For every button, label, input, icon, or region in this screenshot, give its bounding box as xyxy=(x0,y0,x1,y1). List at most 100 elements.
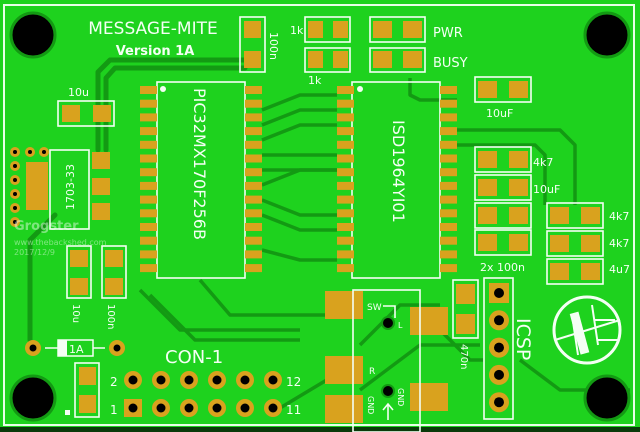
ic-pad xyxy=(245,223,262,231)
ic-pad xyxy=(337,264,354,273)
label-mcu: PIC32MX170F256B xyxy=(190,88,209,240)
watermark: Grogster www.thebackshed.com 2017/12/9 xyxy=(14,219,107,257)
capacitor-bottom-left xyxy=(65,362,100,418)
pin-hole xyxy=(128,403,138,413)
ic-pad xyxy=(440,140,457,149)
label-busy: BUSY xyxy=(433,56,468,71)
ic-pad xyxy=(440,209,457,218)
ic-pad xyxy=(245,195,262,204)
pin-hole xyxy=(494,369,504,380)
capacitor-100n-top: 100n xyxy=(239,16,280,73)
ic-pad xyxy=(245,86,262,94)
ic-pad xyxy=(140,264,157,273)
label-regulator: 1703-33 xyxy=(64,164,77,210)
ic-pad xyxy=(337,195,354,204)
ic-pad xyxy=(245,113,262,122)
ic-pad xyxy=(440,236,457,245)
label-gnd-a: GND xyxy=(396,388,405,406)
pin-hole xyxy=(13,192,17,196)
open-hardware-logo xyxy=(552,295,622,365)
label-pin-12: 12 xyxy=(286,375,301,389)
ic-pad xyxy=(440,86,457,94)
ic-pad xyxy=(140,209,157,218)
label-100n-top: 100n xyxy=(267,32,280,60)
ic-pad xyxy=(140,168,157,177)
pin-hole xyxy=(494,397,504,408)
ic-isd1964: ISD1964YI01 xyxy=(337,81,457,279)
pin-hole xyxy=(240,375,250,385)
pin-hole xyxy=(212,403,222,413)
label-10uf-top: 10uF xyxy=(486,107,513,120)
ic-pad xyxy=(140,154,157,163)
ic-pad xyxy=(440,113,457,122)
ic-pad xyxy=(337,223,354,231)
pin-hole xyxy=(494,288,504,298)
label-2x100n: 2x 100n xyxy=(480,261,525,274)
pin-hole xyxy=(13,150,17,154)
capacitor-100n-bottom: 100n xyxy=(101,245,127,329)
ic-pad xyxy=(337,209,354,218)
label-pwr: PWR xyxy=(433,26,463,41)
pin-hole xyxy=(42,150,46,154)
mounting-hole-top-right xyxy=(583,11,631,59)
capacitor-470n: 470n xyxy=(452,279,479,369)
pin-hole xyxy=(494,315,504,326)
pin-hole xyxy=(494,342,504,353)
pin-hole xyxy=(13,178,17,182)
ic-pad xyxy=(245,264,262,273)
ic-pad xyxy=(245,250,262,259)
ic-pad xyxy=(440,168,457,177)
ic-pad xyxy=(140,181,157,190)
label-10uf-mid: 10uF xyxy=(533,183,560,196)
ic-pad xyxy=(245,236,262,245)
pin-hole xyxy=(13,206,17,210)
ic-pad xyxy=(245,209,262,218)
ic-pad xyxy=(337,127,354,136)
ic-pad xyxy=(140,195,157,204)
label-pin-1: 1 xyxy=(110,403,118,417)
ic-pad xyxy=(337,236,354,245)
label-voice-chip: ISD1964YI01 xyxy=(389,120,408,223)
pin-hole xyxy=(156,375,166,385)
switch: SW L R GND GND xyxy=(325,289,448,432)
label-10u-left: 10u xyxy=(68,86,89,99)
ic-pad xyxy=(140,127,157,136)
pin-hole xyxy=(28,150,32,154)
label-1k-b: 1k xyxy=(308,74,322,87)
led-pwr: PWR xyxy=(369,16,463,43)
connector-con-1: CON-1 2 1 12 11 xyxy=(110,347,301,417)
label-sw-r: R xyxy=(369,367,375,377)
fuse-1a: 1A xyxy=(25,339,125,357)
pin-hole xyxy=(13,220,17,224)
mounting-hole-top-left xyxy=(9,11,57,59)
pin-hole xyxy=(13,164,17,168)
ic-pad xyxy=(245,168,262,177)
icsp-header: ICSP xyxy=(483,277,534,420)
ic-pad xyxy=(440,127,457,136)
label-10u-bottom: 10u xyxy=(70,304,81,323)
label-1k-a: 1k xyxy=(290,24,304,37)
ic-pad xyxy=(140,223,157,231)
ic-pad xyxy=(337,154,354,163)
resistor-1k-b: 1k xyxy=(304,47,351,87)
ic-pad xyxy=(140,236,157,245)
watermark-site: www.thebackshed.com xyxy=(14,238,107,247)
resistor-1k-a: 1k xyxy=(290,16,351,43)
ic-pad xyxy=(440,154,457,163)
ic-pad xyxy=(245,181,262,190)
pin-hole xyxy=(268,375,278,385)
board-edge xyxy=(0,427,640,432)
label-sw: SW xyxy=(367,303,382,313)
label-100n-bottom: 100n xyxy=(105,304,116,329)
ic-pad xyxy=(140,113,157,122)
capacitor-10uf-top: 10uF xyxy=(474,76,532,120)
label-fuse: 1A xyxy=(69,343,84,356)
pin-hole xyxy=(184,403,194,413)
mounting-hole-bottom-right xyxy=(583,374,631,422)
label-pin-11: 11 xyxy=(286,403,301,417)
ic-pad xyxy=(440,250,457,259)
label-470n: 470n xyxy=(458,344,469,369)
board-version: Version 1A xyxy=(116,44,195,59)
ic-pad xyxy=(245,154,262,163)
pin-hole xyxy=(184,375,194,385)
